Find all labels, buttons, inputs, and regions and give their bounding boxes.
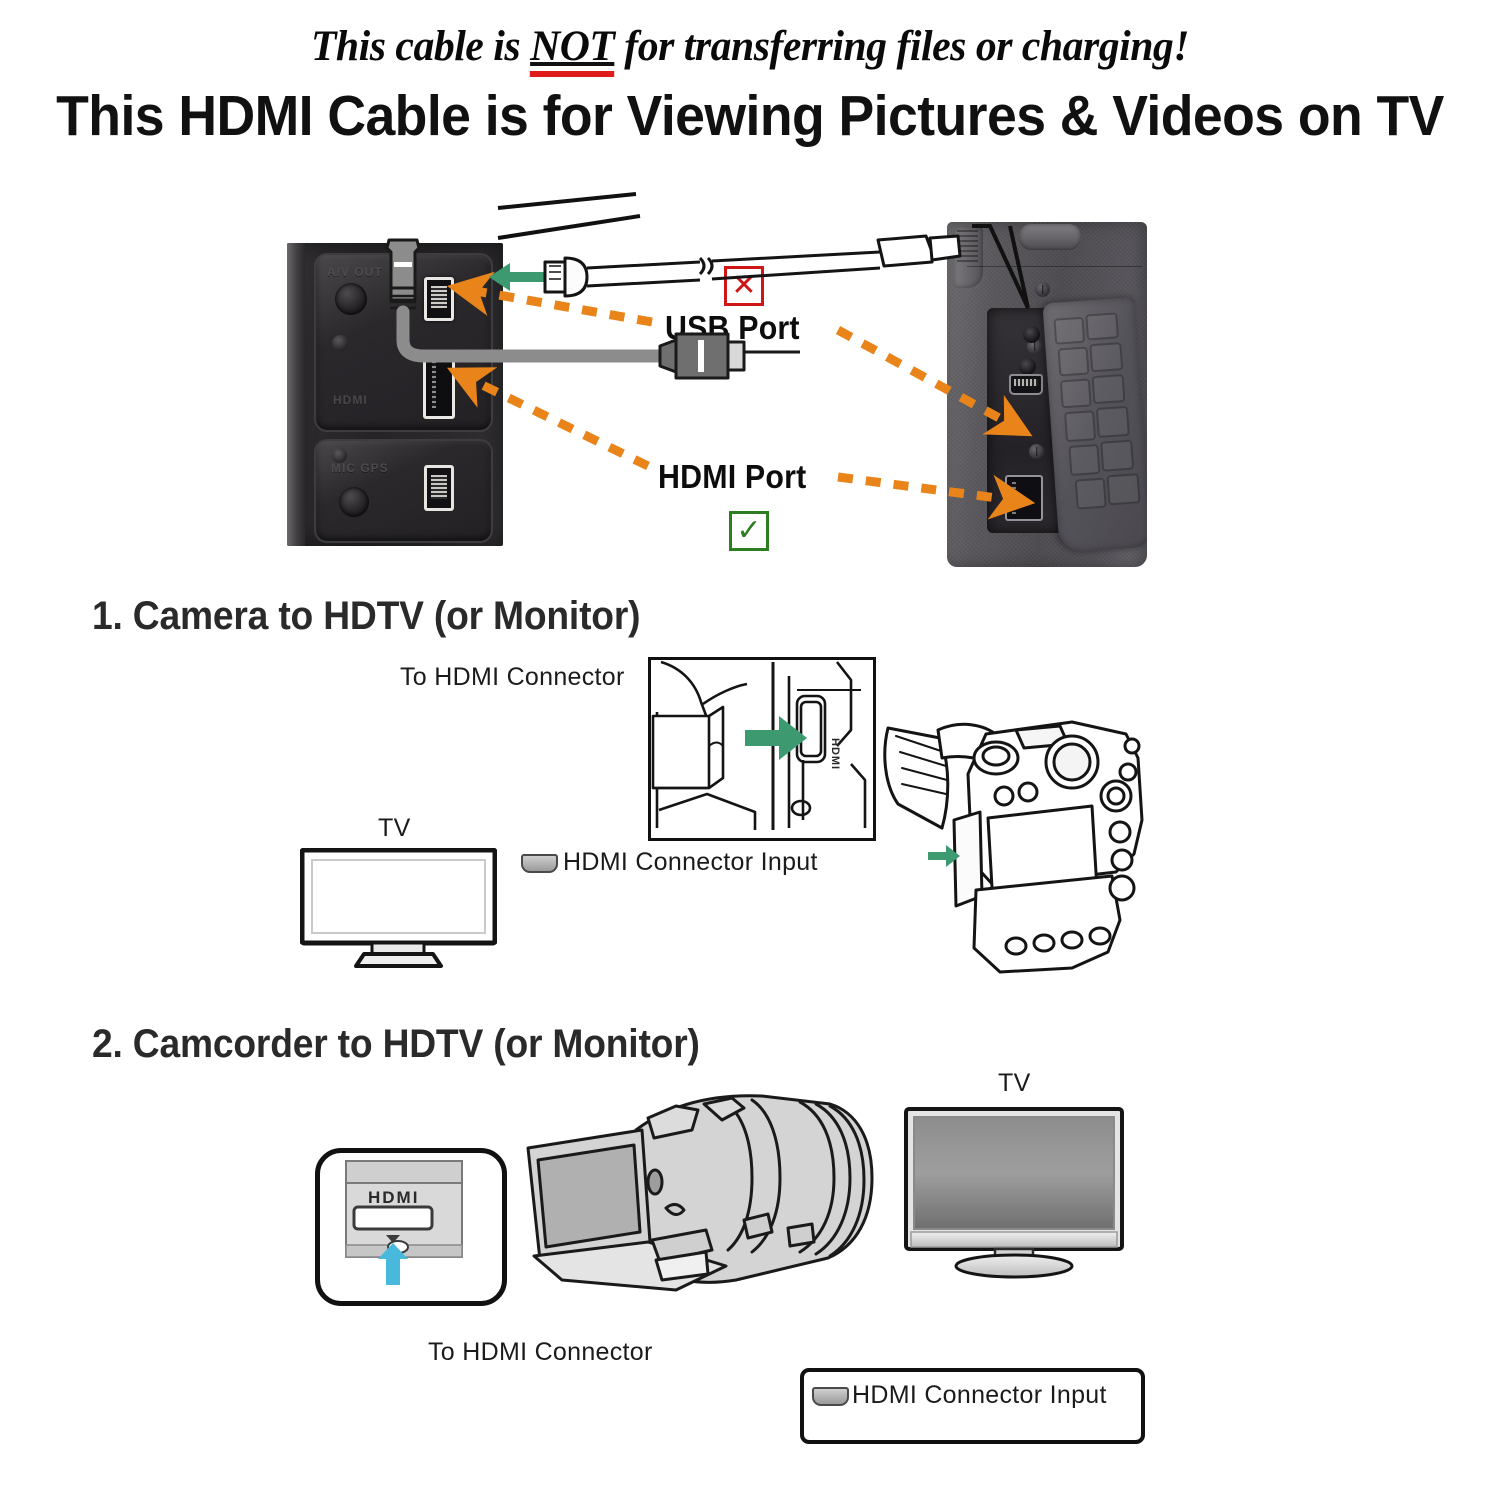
s2-hdmi-connector-icon (812, 1387, 849, 1406)
s2-tv-illustration (904, 1107, 1124, 1279)
s1-hdmi-connector-input-label: HDMI Connector Input (563, 848, 818, 876)
s2-to-hdmi-connector-label: To HDMI Connector (428, 1338, 653, 1366)
s1-hdmi-port-closeup-inset: HDMI (648, 657, 876, 841)
door-cell (1057, 346, 1090, 377)
door-cell (1100, 439, 1135, 472)
hdmi-port-opening (423, 350, 455, 419)
x-mark-icon: ✕ (724, 266, 764, 306)
door-cell (1064, 410, 1097, 443)
body-screw-top (1035, 282, 1050, 297)
s2-hdmi-connector-input-box (800, 1368, 1145, 1444)
body-seam (967, 266, 1142, 267)
usb-port-right (1009, 374, 1043, 395)
mic-jack-right (1019, 358, 1036, 375)
camera-body-side-photo (947, 222, 1147, 567)
s1-inset-art: HDMI (651, 660, 867, 830)
mic-jack (339, 487, 369, 517)
s2-callout-art: HDMI (345, 1160, 463, 1285)
s1-inset-green-arrow (745, 716, 807, 760)
camera-top-knob (953, 226, 983, 288)
door-cell (1089, 342, 1124, 373)
s2-tv-label: TV (998, 1069, 1031, 1097)
headline-warning-suffix: for transferring files or charging! (614, 23, 1190, 70)
headline-block: This cable is NOT for transferring files… (0, 0, 1500, 149)
door-cell (1095, 405, 1130, 438)
section-2-heading: 2. Camcorder to HDTV (or Monitor) (92, 1022, 700, 1066)
s2-camcorder-illustration (526, 1094, 874, 1292)
s1-dslr-camera-illustration (883, 720, 1144, 974)
rubber-port-door (1042, 297, 1147, 553)
emboss-hdmi-label: HDMI (333, 393, 368, 407)
emboss-mic-label: MIC GPS (331, 461, 389, 475)
camera-port-flap-photo: A/V OUT HDMI MIC GPS (287, 243, 503, 546)
body-screw-upper (332, 335, 348, 351)
headline-warning-prefix: This cable is (310, 23, 531, 70)
s2-cyan-insert-arrow (378, 1243, 408, 1285)
hdmi-port-label: HDMI Port (658, 458, 807, 495)
flap-edge (287, 243, 305, 546)
door-cell (1059, 378, 1092, 409)
s1-to-hdmi-connector-label: To HDMI Connector (400, 663, 625, 691)
check-mark-icon: ✓ (729, 511, 769, 551)
av-out-jack (335, 283, 367, 315)
s1-inset-hdmi-text: HDMI (829, 738, 841, 770)
door-cell (1085, 312, 1120, 341)
s1-green-insert-arrow (928, 845, 960, 867)
s1-hdmi-connector-icon (521, 854, 558, 873)
door-cell (1074, 477, 1107, 510)
door-cell (1053, 316, 1086, 345)
headline-main-title: This HDMI Cable is for Viewing Pictures … (56, 84, 1444, 148)
mic-port-opening (424, 465, 454, 511)
s1-tv-label: TV (378, 814, 411, 842)
s2-hdmi-connector-input-label: HDMI Connector Input (852, 1381, 1107, 1409)
body-screw-lower (332, 448, 347, 463)
headline-warning-not: NOT (530, 23, 615, 77)
usb-port-label: USB Port (665, 309, 800, 346)
door-cell (1068, 443, 1101, 476)
s2-hdmi-port-callout: HDMI (315, 1148, 507, 1306)
camera-hotshoe (1019, 224, 1081, 250)
s2-callout-hdmi-text: HDMI (368, 1188, 419, 1207)
door-cell (1106, 473, 1141, 506)
usb-port-opening (424, 277, 454, 321)
hdmi-port-right (1005, 475, 1043, 521)
headline-warning: This cable is NOT for transferring files… (23, 22, 1478, 77)
emboss-av-out-label: A/V OUT (327, 265, 383, 279)
remote-jack (1023, 326, 1040, 343)
body-screw-bottom (1029, 444, 1044, 459)
s1-tv-illustration (300, 848, 497, 968)
door-cell (1091, 374, 1126, 405)
section-1-heading: 1. Camera to HDTV (or Monitor) (92, 594, 641, 638)
